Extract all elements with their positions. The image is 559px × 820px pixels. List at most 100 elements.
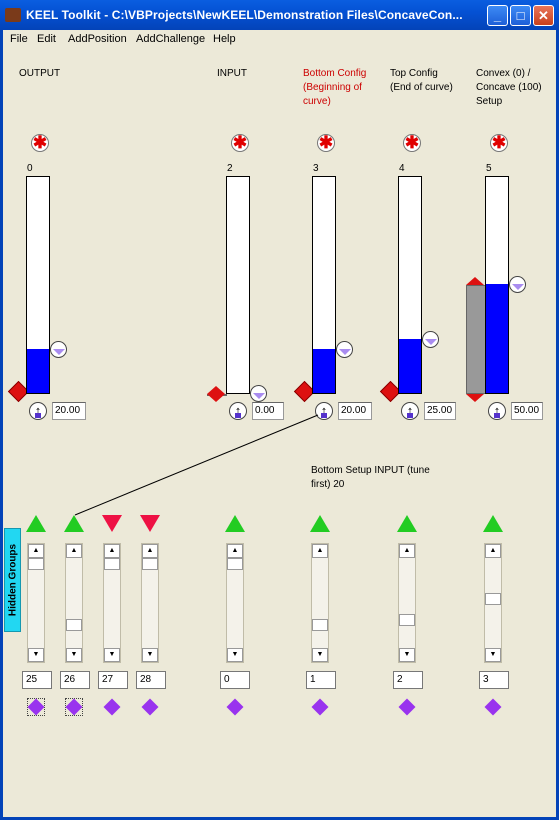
value-track-output[interactable] bbox=[26, 176, 50, 394]
scroll-thumb[interactable] bbox=[28, 558, 44, 570]
scroll-down-button[interactable]: ▼ bbox=[142, 648, 158, 662]
group-scrollbar-25[interactable]: ▲▼ bbox=[27, 543, 45, 663]
purple-diamond-icon[interactable] bbox=[27, 698, 45, 716]
green-triangle-up-icon[interactable] bbox=[483, 515, 503, 532]
scroll-up-button[interactable]: ▲ bbox=[485, 544, 501, 558]
scroll-thumb[interactable] bbox=[66, 618, 82, 631]
value-track-bottom-config[interactable] bbox=[312, 176, 336, 394]
group-scrollbar-1[interactable]: ▲▼ bbox=[311, 543, 329, 663]
group-scrollbar-27[interactable]: ▲▼ bbox=[103, 543, 121, 663]
hidden-groups-tab[interactable]: Hidden Groups bbox=[4, 528, 21, 632]
green-triangle-up-icon[interactable] bbox=[64, 515, 84, 532]
value-track-input[interactable] bbox=[226, 176, 250, 394]
green-triangle-up-icon[interactable] bbox=[310, 515, 330, 532]
group-scrollbar-28[interactable]: ▲▼ bbox=[141, 543, 159, 663]
link-line bbox=[74, 414, 319, 516]
scroll-down-button[interactable]: ▼ bbox=[66, 648, 82, 662]
value-field-convex-concave[interactable]: 50.00 bbox=[511, 402, 543, 420]
scroll-up-button[interactable]: ▲ bbox=[312, 544, 328, 558]
group-selection-focus[interactable] bbox=[65, 698, 83, 716]
scroll-down-button[interactable]: ▼ bbox=[104, 648, 120, 662]
column-index-bottom-config: 3 bbox=[313, 163, 319, 174]
up-arrow-icon[interactable]: ↑ bbox=[401, 402, 419, 420]
value-field-output[interactable]: 20.00 bbox=[52, 402, 86, 420]
up-arrow-icon[interactable]: ↑ bbox=[488, 402, 506, 420]
importance-star-icon[interactable]: ✱ bbox=[490, 133, 508, 152]
group-id-field[interactable]: 3 bbox=[479, 671, 509, 689]
scroll-down-button[interactable]: ▼ bbox=[227, 648, 243, 662]
value-field-top-config[interactable]: 25.00 bbox=[424, 402, 456, 420]
arrow-glyph: ↑ bbox=[406, 403, 414, 418]
group-id-field[interactable]: 26 bbox=[60, 671, 90, 689]
red-triangle-down-icon[interactable] bbox=[102, 515, 122, 532]
importance-star-icon[interactable]: ✱ bbox=[403, 133, 421, 152]
group-scrollbar-0[interactable]: ▲▼ bbox=[226, 543, 244, 663]
scroll-up-button[interactable]: ▲ bbox=[142, 544, 158, 558]
scroll-thumb[interactable] bbox=[104, 558, 120, 570]
scroll-thumb[interactable] bbox=[227, 558, 243, 570]
importance-star-icon[interactable]: ✱ bbox=[231, 133, 249, 152]
close-button[interactable]: ✕ bbox=[533, 5, 554, 26]
scroll-down-button[interactable]: ▼ bbox=[312, 648, 328, 662]
group-selection-focus[interactable] bbox=[27, 698, 45, 716]
group-id-field[interactable]: 28 bbox=[136, 671, 166, 689]
value-fill bbox=[313, 349, 335, 393]
group-scrollbar-3[interactable]: ▲▼ bbox=[484, 543, 502, 663]
group-scrollbar-26[interactable]: ▲▼ bbox=[65, 543, 83, 663]
menu-file[interactable]: File bbox=[10, 33, 28, 45]
lavender-half-circle-icon[interactable] bbox=[50, 341, 67, 359]
scroll-down-button[interactable]: ▼ bbox=[28, 648, 44, 662]
scroll-thumb[interactable] bbox=[312, 618, 328, 631]
up-arrow-icon[interactable]: ↑ bbox=[315, 402, 333, 420]
red-triangle-down-icon[interactable] bbox=[140, 515, 160, 532]
menu-help[interactable]: Help bbox=[213, 33, 236, 45]
green-triangle-up-icon[interactable] bbox=[397, 515, 417, 532]
lavender-half-circle-icon[interactable] bbox=[422, 330, 439, 348]
group-id-field[interactable]: 25 bbox=[22, 671, 52, 689]
red-triangle-down-icon[interactable] bbox=[207, 394, 225, 402]
purple-diamond-icon[interactable] bbox=[65, 698, 83, 716]
value-track-convex-concave[interactable] bbox=[485, 176, 509, 394]
red-triangle-up-icon[interactable] bbox=[207, 386, 225, 394]
group-scrollbar-2[interactable]: ▲▼ bbox=[398, 543, 416, 663]
lavender-half-circle-icon[interactable] bbox=[336, 341, 353, 359]
value-field-bottom-config[interactable]: 20.00 bbox=[338, 402, 372, 420]
menu-bar: File Edit AddPosition AddChallenge Help bbox=[0, 30, 559, 48]
lavender-half-circle-icon[interactable] bbox=[250, 385, 267, 402]
app-icon[interactable] bbox=[5, 8, 21, 22]
menu-addposition[interactable]: AddPosition bbox=[68, 33, 127, 45]
green-triangle-up-icon[interactable] bbox=[26, 515, 46, 532]
importance-star-icon[interactable]: ✱ bbox=[31, 133, 49, 152]
red-triangle-up-icon[interactable] bbox=[466, 277, 484, 285]
scroll-down-button[interactable]: ▼ bbox=[399, 648, 415, 662]
group-id-field[interactable]: 1 bbox=[306, 671, 336, 689]
lavender-half-circle-icon[interactable] bbox=[509, 276, 526, 293]
scroll-down-button[interactable]: ▼ bbox=[485, 648, 501, 662]
importance-star-icon[interactable]: ✱ bbox=[317, 133, 335, 152]
scroll-up-button[interactable]: ▲ bbox=[227, 544, 243, 558]
group-id-field[interactable]: 0 bbox=[220, 671, 250, 689]
scroll-thumb[interactable] bbox=[142, 558, 158, 570]
group-id-field[interactable]: 27 bbox=[98, 671, 128, 689]
scroll-up-button[interactable]: ▲ bbox=[66, 544, 82, 558]
group-id-field[interactable]: 2 bbox=[393, 671, 423, 689]
menu-edit[interactable]: Edit bbox=[37, 33, 56, 45]
scroll-up-button[interactable]: ▲ bbox=[399, 544, 415, 558]
value-track-top-config[interactable] bbox=[398, 176, 422, 394]
scroll-thumb[interactable] bbox=[485, 593, 501, 606]
scroll-up-button[interactable]: ▲ bbox=[28, 544, 44, 558]
up-arrow-icon[interactable]: ↑ bbox=[229, 402, 247, 420]
column-index-output: 0 bbox=[27, 163, 33, 174]
scroll-up-button[interactable]: ▲ bbox=[104, 544, 120, 558]
green-triangle-up-icon[interactable] bbox=[225, 515, 245, 532]
maximize-button[interactable]: □ bbox=[510, 5, 531, 26]
up-arrow-icon[interactable]: ↑ bbox=[29, 402, 47, 420]
column-label-convex-concave: Convex (0) / Concave (100) Setup bbox=[476, 68, 542, 107]
menu-addchallenge[interactable]: AddChallenge bbox=[136, 33, 206, 45]
arrow-glyph: ↑ bbox=[234, 403, 242, 418]
red-triangle-down-icon[interactable] bbox=[466, 394, 484, 402]
minimize-button[interactable]: _ bbox=[487, 5, 508, 26]
scroll-thumb[interactable] bbox=[399, 614, 415, 627]
title-bar[interactable]: KEEL Toolkit - C:\VBProjects\NewKEEL\Dem… bbox=[0, 0, 559, 30]
value-field-input[interactable]: 0.00 bbox=[252, 402, 284, 420]
